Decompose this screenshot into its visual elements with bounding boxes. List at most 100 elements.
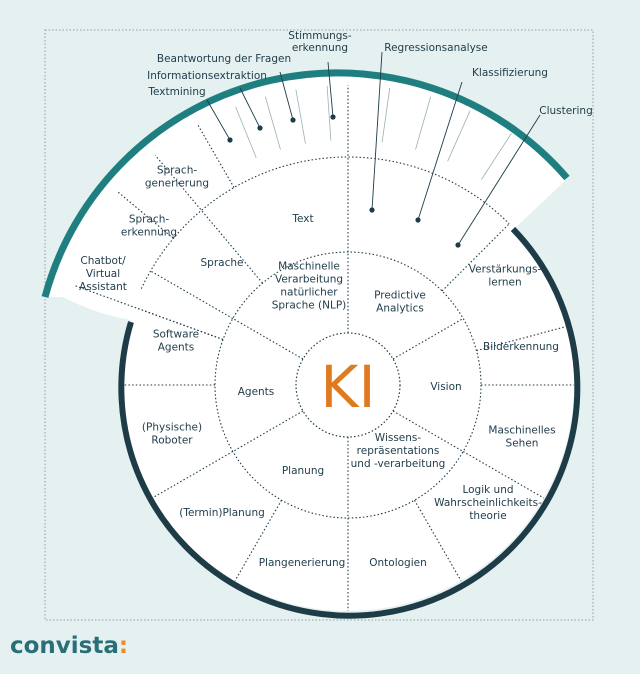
extension-separator	[150, 270, 234, 319]
dotted-separators	[75, 85, 574, 611]
callout-leader	[327, 61, 334, 118]
outer-segment-label-line: (Termin)Planung	[179, 507, 265, 519]
dark-outer-ring	[118, 226, 581, 619]
inner-segment-label: Agents	[238, 386, 275, 398]
callout-leader	[279, 71, 294, 121]
outer-segment-label: (Termin)Planung	[179, 507, 265, 519]
top-band-line	[235, 106, 257, 158]
top-band-line	[381, 87, 391, 143]
center-label: KI	[320, 353, 375, 421]
callout-label-line: Informationsextraktion	[147, 70, 267, 82]
outer-segment-label: Sprach-generierung	[145, 165, 209, 190]
outer-segment-label-line: Maschinelles	[488, 425, 555, 437]
outer-segment-label-line: Sehen	[506, 438, 539, 450]
callout-label: Stimmungs-erkennung	[288, 30, 352, 54]
upper-inner-arc	[140, 156, 510, 289]
outer-segment-label-line: Ontologien	[369, 557, 427, 569]
top-band-line	[326, 85, 332, 141]
inner-segment-label-line: und -verarbeitung	[351, 458, 446, 470]
callout-dot	[290, 117, 296, 123]
outer-segment-label: Sprach-erkennung	[121, 214, 177, 239]
extension-separator	[197, 124, 235, 188]
callout-label: Textmining	[147, 86, 205, 98]
outer-segment-label: Ontologien	[369, 557, 427, 569]
callout-dot	[415, 217, 421, 223]
outer-segment-label-line: Roboter	[151, 435, 193, 447]
outer-segment-label-line: Sprache	[201, 257, 244, 269]
callout-label-line: Clustering	[539, 105, 593, 117]
callout-leader	[417, 81, 463, 221]
outer-segment-label-line: Sprach-	[157, 165, 198, 177]
inner-segment-label-line: Verarbeitung	[275, 274, 343, 286]
outer-separator	[414, 499, 462, 581]
outer-segment-label-line: Agents	[158, 342, 195, 354]
extension-separator	[75, 285, 224, 341]
callout-label: Informationsextraktion	[147, 70, 267, 82]
outer-segment-label-line: Bilderkennung	[483, 341, 559, 353]
inner-segment-label-line: Predictive	[374, 290, 426, 302]
outer-segment-label: Sprache	[201, 257, 244, 269]
inner-segment-label-line: Maschinelle	[278, 261, 340, 273]
outer-segment-label-line: Sprach-	[129, 214, 170, 226]
outer-segment-label: Verstärkungs-lernen	[469, 264, 542, 289]
callout-leader	[239, 87, 261, 129]
callout-dot	[227, 137, 233, 143]
outer-segment-label-line: Logik und	[462, 484, 513, 496]
inner-segment-label: Vision	[430, 381, 461, 393]
top-band-line	[447, 110, 471, 162]
outer-segment-label: Plangenerierung	[259, 557, 346, 569]
inner-segment-label-line: Analytics	[376, 303, 424, 315]
callout-leaders	[206, 51, 541, 248]
outer-segment-label-line: Assistant	[79, 281, 127, 293]
callout-dot	[455, 242, 461, 248]
outer-segment-label-line: theorie	[469, 510, 506, 522]
callout-dot	[330, 114, 336, 120]
callout-dot	[369, 207, 375, 213]
inner-segment-label-line: repräsentations	[357, 445, 440, 457]
outer-segment-label: (Physische)Roboter	[142, 422, 202, 447]
callout-label: Klassifizierung	[472, 67, 548, 79]
outer-segment-label-line: Plangenerierung	[259, 557, 346, 569]
outer-segment-label-line: Wahrscheinlichkeits-	[434, 497, 542, 509]
outer-separator	[152, 451, 234, 499]
callout-leader	[371, 51, 383, 211]
top-band-line	[295, 89, 306, 144]
inner-segment-label-line: Sprache (NLP)	[272, 300, 347, 312]
outer-separator	[476, 325, 567, 352]
top-band-line	[415, 96, 432, 150]
brand-accent: :	[119, 633, 128, 659]
callout-label-line: Stimmungs-	[288, 30, 352, 42]
inner-segment-label: Planung	[282, 465, 324, 477]
callout-label: Clustering	[539, 105, 593, 117]
outer-separator	[462, 451, 544, 499]
outer-separator	[234, 499, 282, 581]
center-circle	[295, 332, 401, 438]
callout-label-line: erkennung	[292, 42, 348, 54]
inner-segment-label-line: Agents	[238, 386, 275, 398]
diagram-frame	[44, 29, 594, 621]
outer-segment-label-line: Software	[153, 329, 199, 341]
outer-segment-label: Text	[291, 213, 313, 225]
callout-label-line: Beantwortung der Fragen	[157, 53, 291, 65]
outer-segment-label-line: lernen	[488, 277, 521, 289]
callout-label-line: Regressionsanalyse	[384, 42, 488, 54]
inner-separator	[232, 318, 304, 360]
extension-separator	[117, 191, 174, 239]
brand-logo: convista:	[10, 633, 128, 659]
outer-segment-label-line: erkennung	[121, 227, 177, 239]
brand-name: convista	[10, 633, 119, 659]
callout-leader	[457, 114, 541, 246]
outer-segment-label-line: generierung	[145, 178, 209, 190]
extension-separator	[441, 223, 510, 292]
outer-segment-label-line: (Physische)	[142, 422, 202, 434]
outer-segment-label: Bilderkennung	[483, 341, 559, 353]
callout-dot	[257, 125, 263, 131]
teal-outer-arc	[41, 69, 570, 298]
